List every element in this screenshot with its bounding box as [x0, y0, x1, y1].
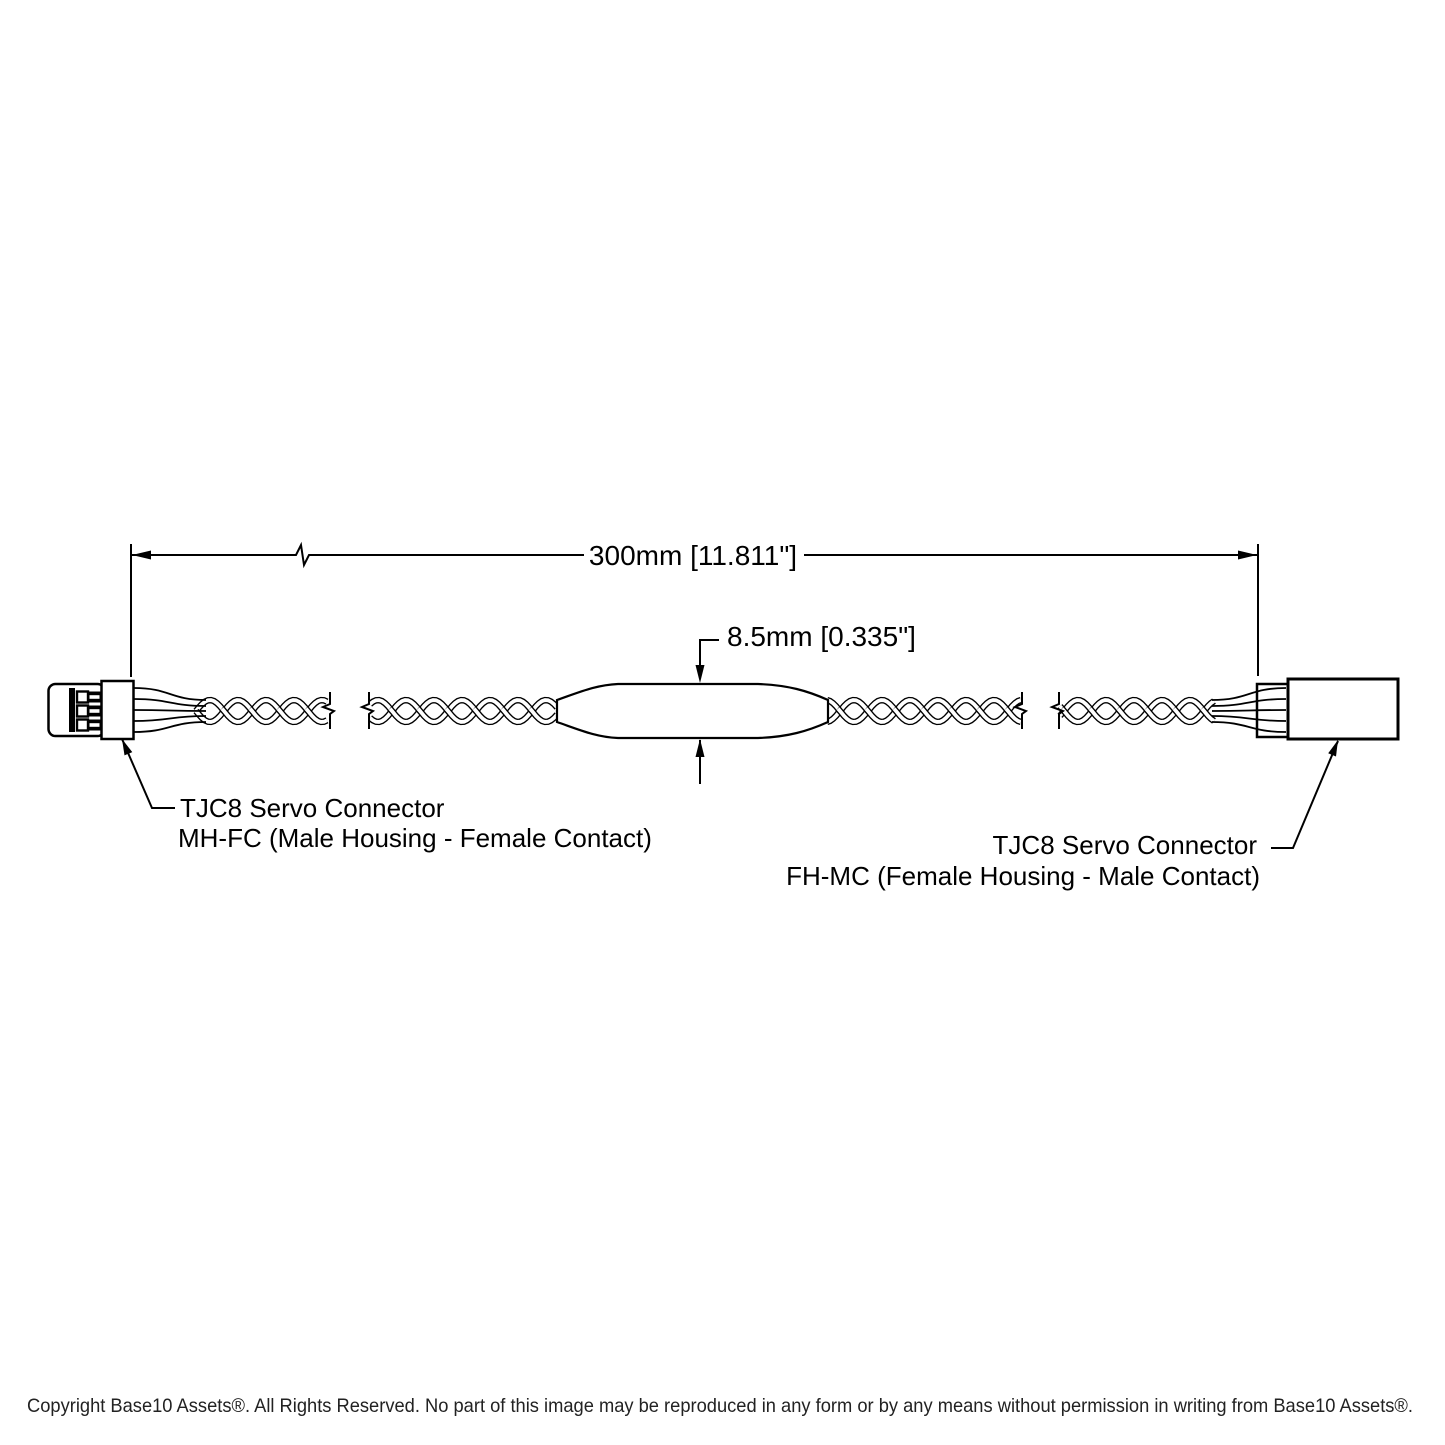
wire-strand-core	[416, 698, 450, 715]
copyright-notice: Copyright Base10 Assets®. All Rights Res…	[27, 1395, 1413, 1417]
fan-wire	[1211, 715, 1287, 722]
wire-strand-core	[1116, 698, 1150, 715]
fan-wire	[1211, 709, 1287, 712]
break-mark	[320, 692, 337, 729]
left-connector-pins	[69, 688, 101, 732]
wire-strand-core	[1060, 707, 1094, 724]
dimension-line-left-segment	[132, 541, 584, 569]
wire-strand-core	[1060, 698, 1094, 715]
pin-slot-gap	[89, 723, 100, 727]
wire-strand-core	[1116, 707, 1150, 724]
twisted-wire-sections	[193, 696, 1216, 726]
left-connector-mh-fc	[47, 679, 135, 741]
wire-strand-core	[472, 707, 506, 724]
wire-strand-core	[892, 707, 926, 724]
wire-strand-core	[1004, 707, 1022, 724]
wire-strand-core	[304, 707, 328, 724]
wire-strand-core	[864, 698, 898, 715]
pin-contact	[75, 704, 90, 718]
wire-strand-core	[836, 698, 870, 715]
wire-strand-core	[248, 698, 282, 715]
wire-fanouts	[133, 687, 1287, 733]
wire-strand-core	[836, 707, 870, 724]
break-mark	[1049, 692, 1066, 729]
break-mark	[1012, 692, 1029, 729]
wire-strand-core	[388, 707, 422, 724]
leader-arrow-right	[1328, 740, 1338, 757]
right-connector-body	[1286, 677, 1400, 741]
wire-strand-core	[220, 698, 254, 715]
wire-strand-core	[1172, 707, 1206, 724]
wire-strand-core	[388, 698, 422, 715]
wire-strand-core	[416, 707, 450, 724]
pin-contact	[75, 690, 90, 704]
wire-strand-core	[528, 698, 559, 715]
pin-slot-gap	[89, 695, 100, 699]
leader-arrow-left	[122, 739, 133, 756]
dimension-300mm: 300mm [11.811"]	[130, 540, 1259, 677]
wire-strand-core	[500, 698, 534, 715]
wire-strand-core	[920, 698, 954, 715]
break-mark	[359, 692, 376, 729]
dimension-arrow-right	[1238, 550, 1257, 560]
dimension-arrow-up	[695, 739, 705, 757]
left-connector-callout: TJC8 Servo Connector MH-FC (Male Housing…	[121, 738, 652, 853]
wire-strand-core	[1088, 707, 1122, 724]
pin-contact	[75, 718, 90, 732]
wire-strand-core	[948, 698, 982, 715]
dimension-8-5mm: 8.5mm [0.335"]	[695, 621, 916, 784]
left-connector-wire-cap	[100, 679, 135, 741]
left-connector-label-line1: TJC8 Servo Connector	[180, 793, 445, 823]
fan-wire	[1211, 687, 1287, 701]
wire-strand-core	[528, 707, 559, 724]
right-connector-callout: TJC8 Servo Connector FH-MC (Female Housi…	[786, 740, 1339, 891]
left-connector-label-line2: MH-FC (Male Housing - Female Contact)	[178, 823, 652, 853]
wire-strand-core	[472, 698, 506, 715]
wire-strand-core	[1144, 698, 1178, 715]
wire-strand-core	[1144, 707, 1178, 724]
fan-wire	[133, 687, 207, 701]
wire-strand-core	[1172, 698, 1206, 715]
right-connector-label-line2: FH-MC (Female Housing - Male Contact)	[786, 861, 1260, 891]
wire-strand-core	[276, 707, 310, 724]
right-connector-label-line1: TJC8 Servo Connector	[993, 830, 1258, 860]
fan-wire	[133, 721, 207, 733]
wire-strand-core	[248, 707, 282, 724]
leader-line-left	[121, 738, 175, 809]
pin-slot-gap	[89, 709, 100, 713]
fan-wire	[1211, 721, 1287, 733]
dimension-arrow-left	[132, 550, 151, 560]
wire-strand-core	[892, 698, 926, 715]
wire-strand-core	[1088, 698, 1122, 715]
wire-strand-core	[976, 707, 1010, 724]
dimension-300mm-label: 300mm [11.811"]	[589, 540, 797, 571]
wire-strand-core	[500, 707, 534, 724]
dimension-arrow-down	[695, 665, 705, 683]
wire-strand-core	[444, 698, 478, 715]
wire-strand-core	[276, 698, 310, 715]
wire-strand-core	[948, 707, 982, 724]
pin-rail	[69, 688, 75, 732]
fan-wire	[1211, 698, 1287, 707]
wire-strand-core	[864, 707, 898, 724]
fan-wire	[133, 709, 207, 712]
leader-line-right	[1271, 740, 1339, 849]
cable-bulge	[555, 682, 830, 740]
wire-strand-core	[1200, 707, 1216, 723]
dimension-8-5mm-label: 8.5mm [0.335"]	[727, 621, 916, 652]
cable-break-symbols	[320, 692, 1066, 729]
wire-strand-core	[920, 707, 954, 724]
fan-wire	[133, 715, 207, 722]
wire-strand-core	[220, 707, 254, 724]
fan-wire	[133, 698, 207, 707]
wire-strand-core	[976, 698, 1010, 715]
wire-strand-core	[444, 707, 478, 724]
dimension-leader-top	[699, 639, 719, 670]
